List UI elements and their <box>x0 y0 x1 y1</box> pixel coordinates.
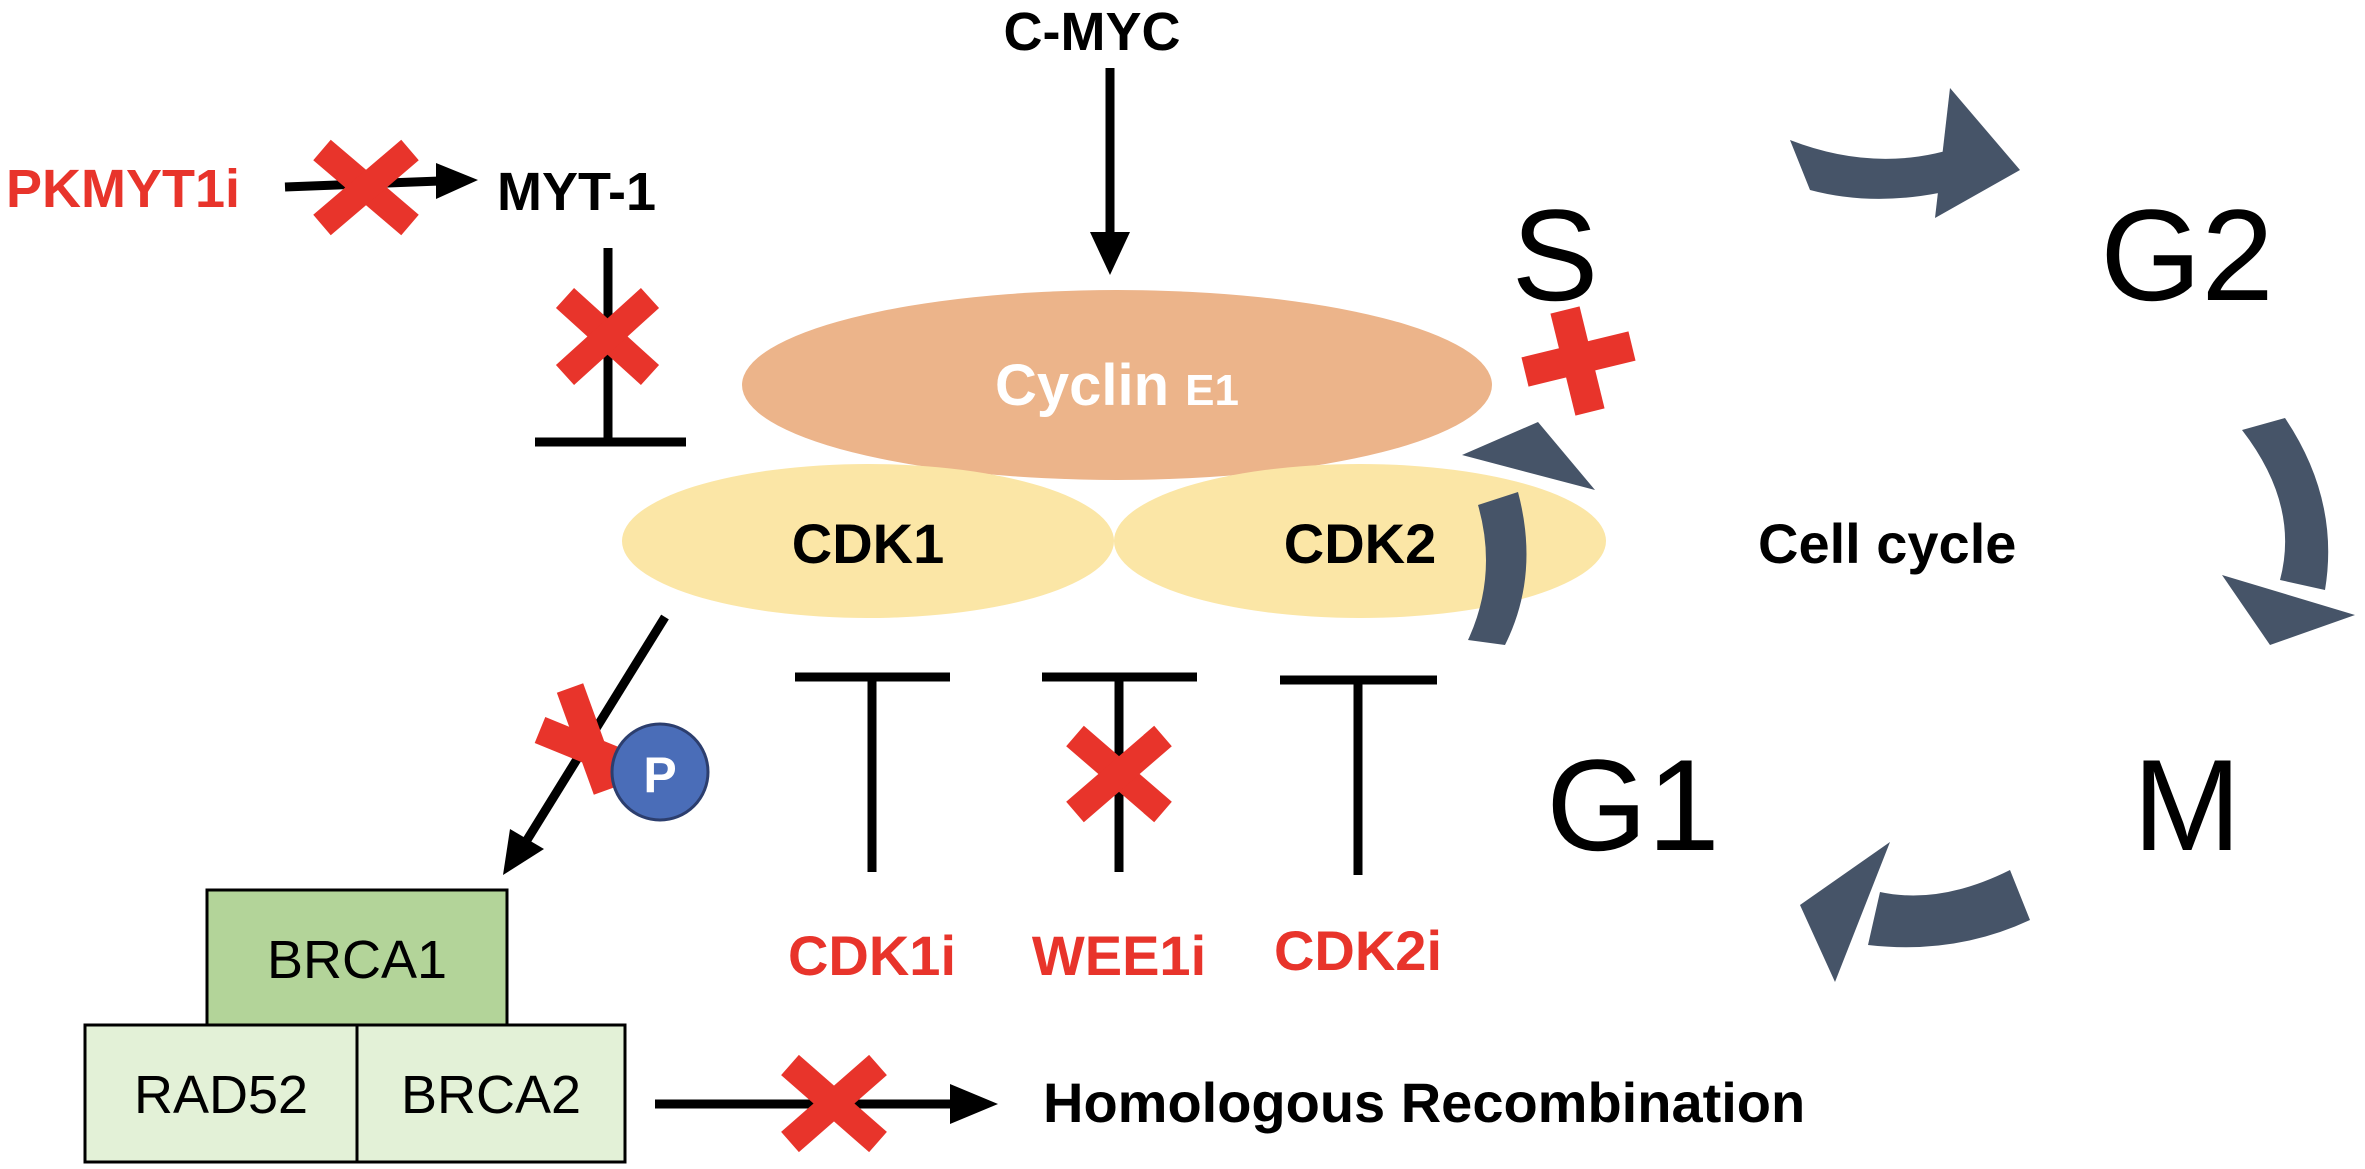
red-x-icon <box>1521 306 1636 416</box>
cyclin-e1-ellipse <box>742 290 1492 480</box>
red-x-icon <box>313 139 419 236</box>
red-x-icon <box>1066 725 1172 823</box>
pkmyt1i-label: PKMYT1i <box>6 159 240 219</box>
phase-m-label: M <box>2133 732 2241 878</box>
phosphate-circle-icon: P <box>610 722 710 822</box>
rad52-box <box>83 1023 359 1164</box>
rad52-label: RAD52 <box>134 1065 308 1125</box>
brca2-box <box>355 1023 627 1164</box>
phase-g2-label: G2 <box>2100 182 2273 328</box>
red-x-icon <box>781 1054 887 1153</box>
svg-text:P: P <box>643 747 676 803</box>
cdk1-ellipse <box>622 464 1114 618</box>
cdk2i-label: CDK2i <box>1274 919 1442 982</box>
phase-s-label: S <box>1512 182 1599 328</box>
cell-cycle-label: Cell cycle <box>1758 512 2016 575</box>
wee1i-label: WEE1i <box>1032 924 1206 987</box>
homologous-recombination-label: Homologous Recombination <box>1043 1071 1805 1134</box>
cdk1-label: CDK1 <box>792 512 944 575</box>
cmyc-label: C-MYC <box>1004 2 1181 62</box>
brca2-label: BRCA2 <box>401 1065 581 1125</box>
myt1-label: MYT-1 <box>497 162 656 222</box>
cdk2i-inhibition-bar <box>1280 675 1437 875</box>
cdk1i-inhibition-bar <box>795 672 950 872</box>
curved-arrow-icon <box>1800 842 2030 982</box>
brca1-box <box>205 888 509 1027</box>
cdk2-label: CDK2 <box>1284 512 1436 575</box>
curved-arrow-icon <box>2222 418 2355 645</box>
cyclin-e1-label: Cyclin E1 <box>995 353 1239 418</box>
cdk1i-label: CDK1i <box>788 924 956 987</box>
red-x-icon <box>555 287 660 386</box>
phase-g1-label: G1 <box>1546 732 1719 878</box>
brca1-label: BRCA1 <box>267 930 447 990</box>
cmyc-to-cyclin-arrow <box>1090 68 1130 275</box>
curved-arrow-icon <box>1462 422 1595 645</box>
curved-arrow-icon <box>1790 88 2020 218</box>
brca-to-hr-arrow <box>655 1084 998 1124</box>
cdk2-ellipse <box>1114 464 1606 618</box>
